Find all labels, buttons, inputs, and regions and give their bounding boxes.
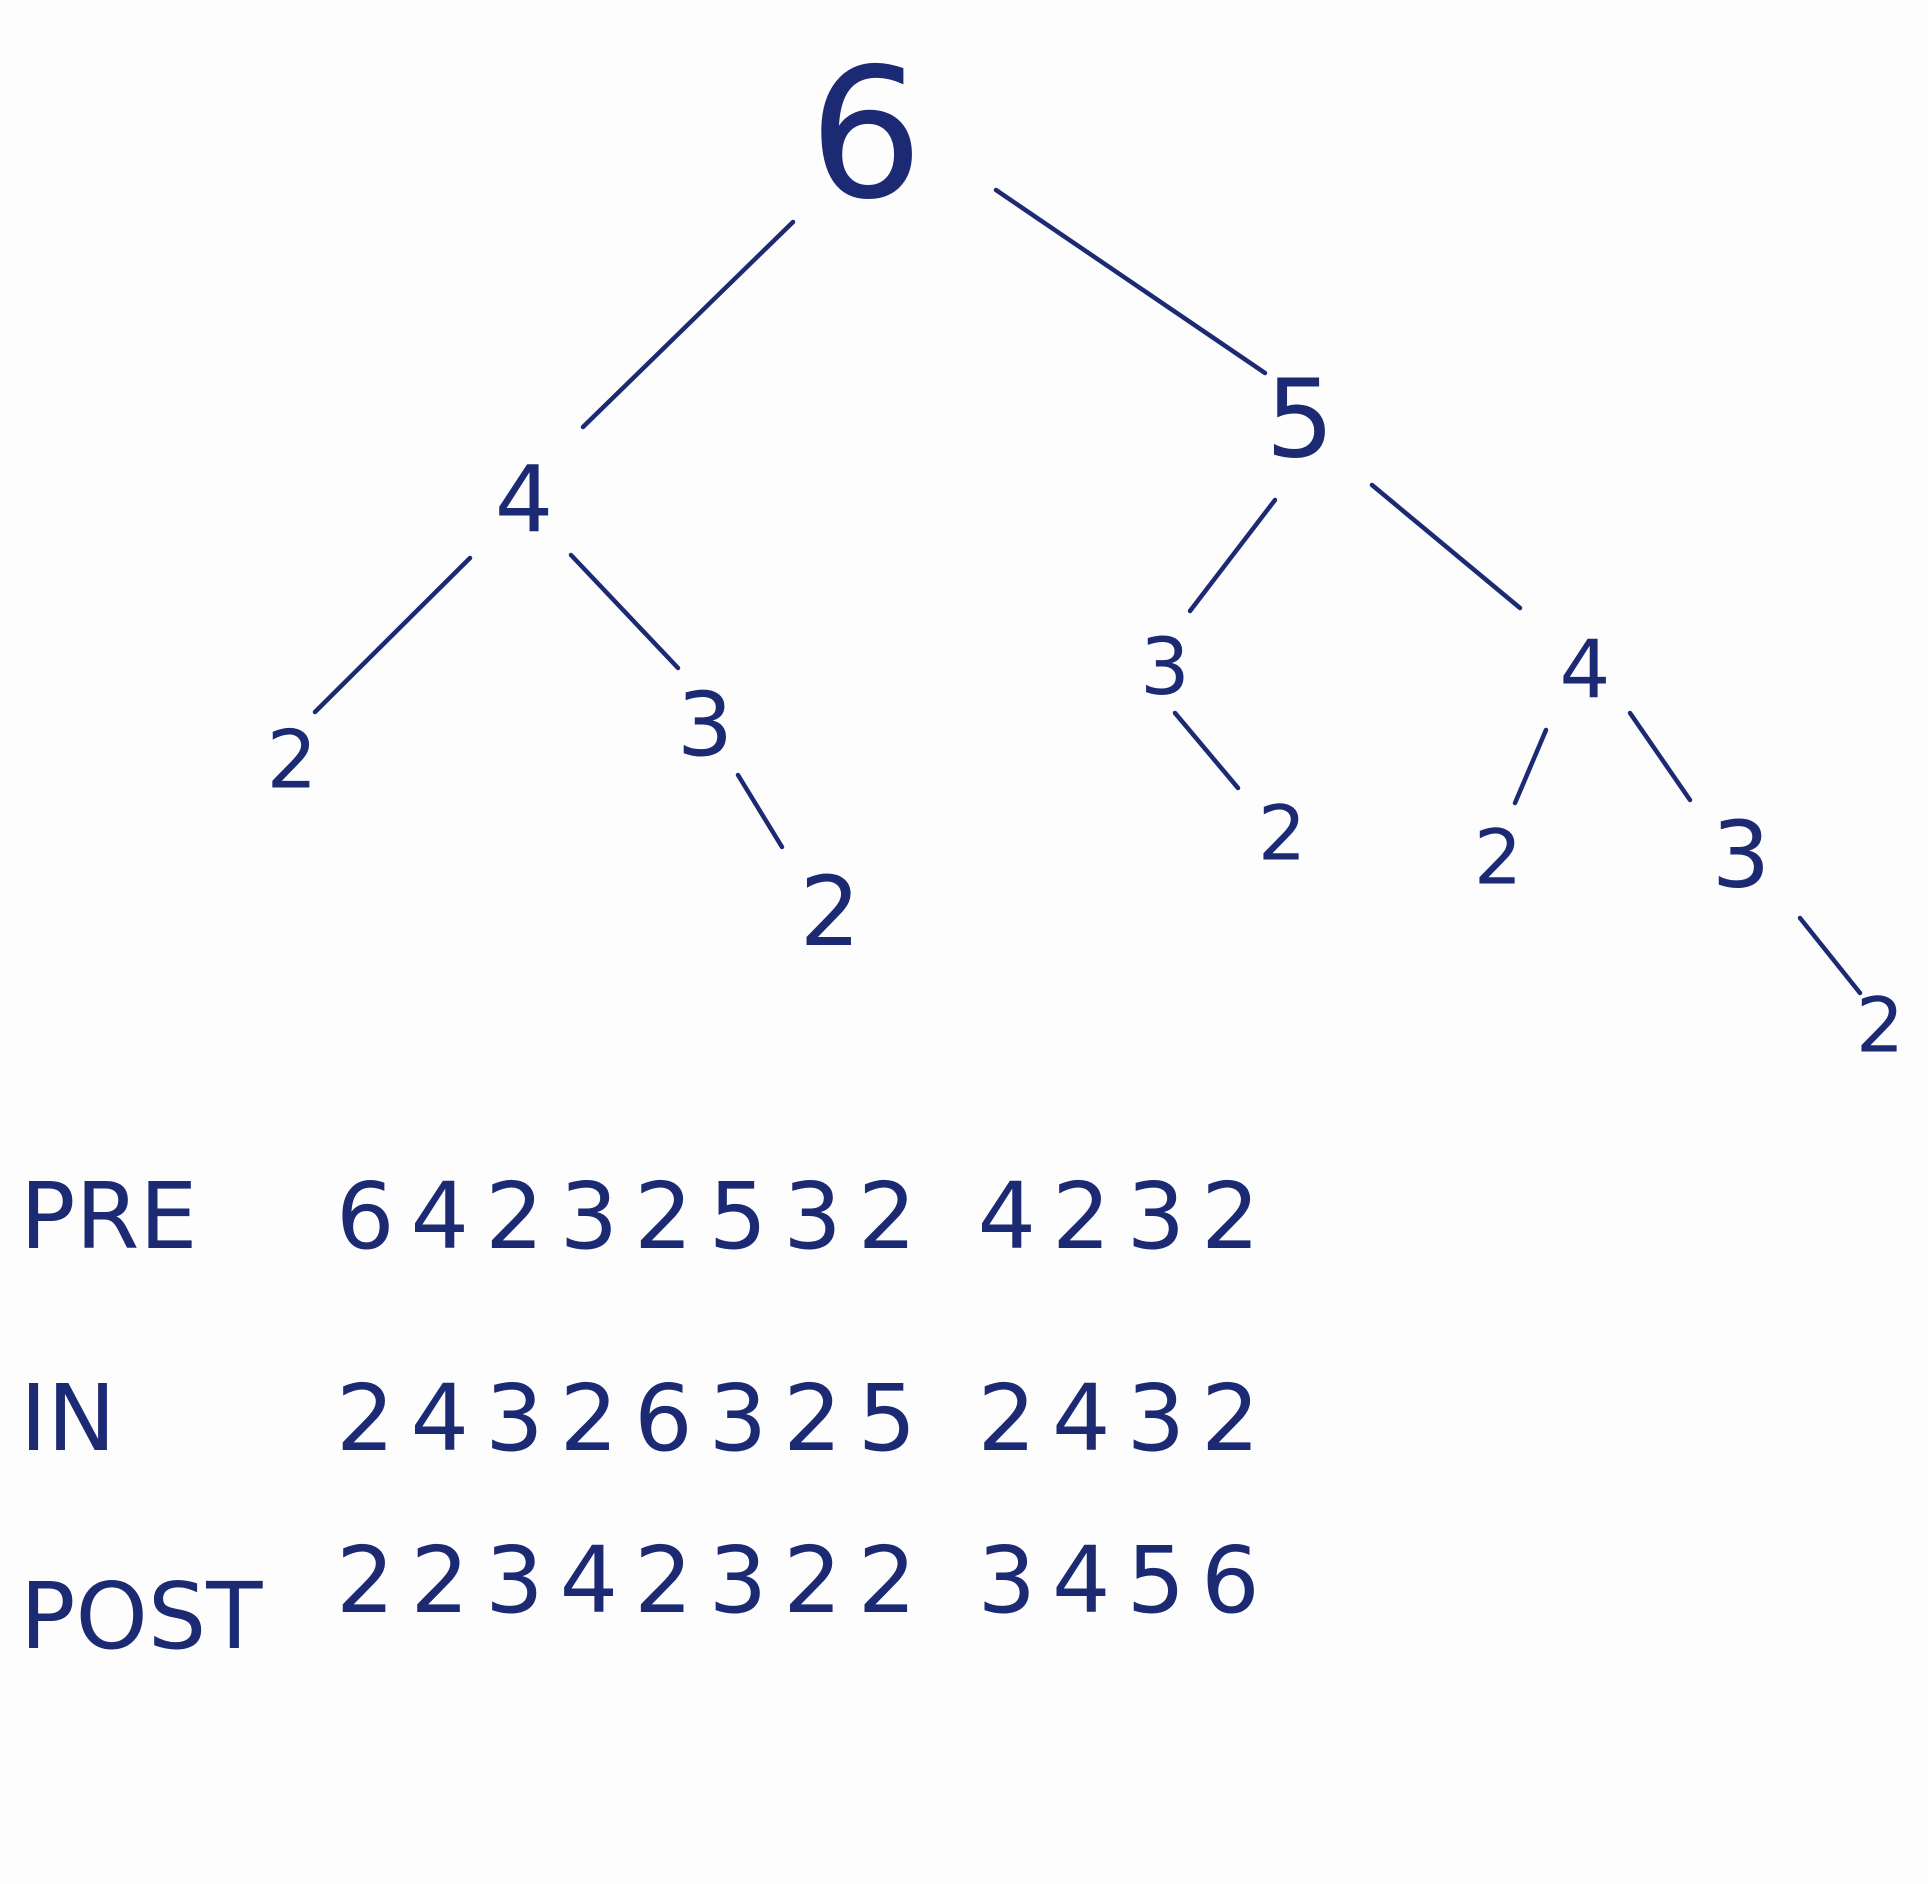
traversal-listing: PRE 64232532 4232 IN 24326325 2432 POST … [20,1163,1276,1670]
pre-sequence: 64232532 4232 [336,1163,1276,1270]
tree-node-right-left: 3 [1140,623,1190,713]
tree-node-left-right-right: 2 [799,856,860,968]
edge-root-right [993,187,1268,376]
tree-node-root-right: 5 [1266,358,1335,483]
tree-node-right-left-right: 2 [1258,789,1306,878]
pre-label: PRE [20,1163,198,1270]
edge-4-left [312,555,473,715]
tree-node-right-right: 4 [1560,624,1611,717]
edge-3-right [735,772,785,850]
edge-r3-right [1172,710,1241,791]
in-label: IN [20,1365,116,1472]
tree-node-root: 6 [809,31,924,240]
edge-4-right [568,552,681,671]
tree-node-left-right: 3 [677,674,733,777]
edge-5-left [1187,497,1278,614]
edge-rr3-right [1797,915,1863,996]
post-label: POST [20,1563,263,1670]
edge-root-left [580,219,796,430]
in-sequence: 24326325 2432 [336,1365,1276,1472]
tree-node-right-right-right: 3 [1712,802,1771,909]
tree-node-left-left: 2 [267,714,318,807]
tree-edges [312,187,1863,996]
tree-nodes: 6 4 5 2 3 2 3 2 4 2 3 2 [267,31,1905,1070]
edge-r4-right [1627,710,1693,803]
tree-node-root-left: 4 [495,447,554,554]
edge-5-right [1369,482,1523,611]
tree-node-right-right-right-right: 2 [1856,981,1904,1070]
edge-r4-left [1512,727,1549,806]
tree-node-right-right-left: 2 [1474,813,1522,902]
post-sequence: 22342322 3456 [336,1527,1276,1634]
